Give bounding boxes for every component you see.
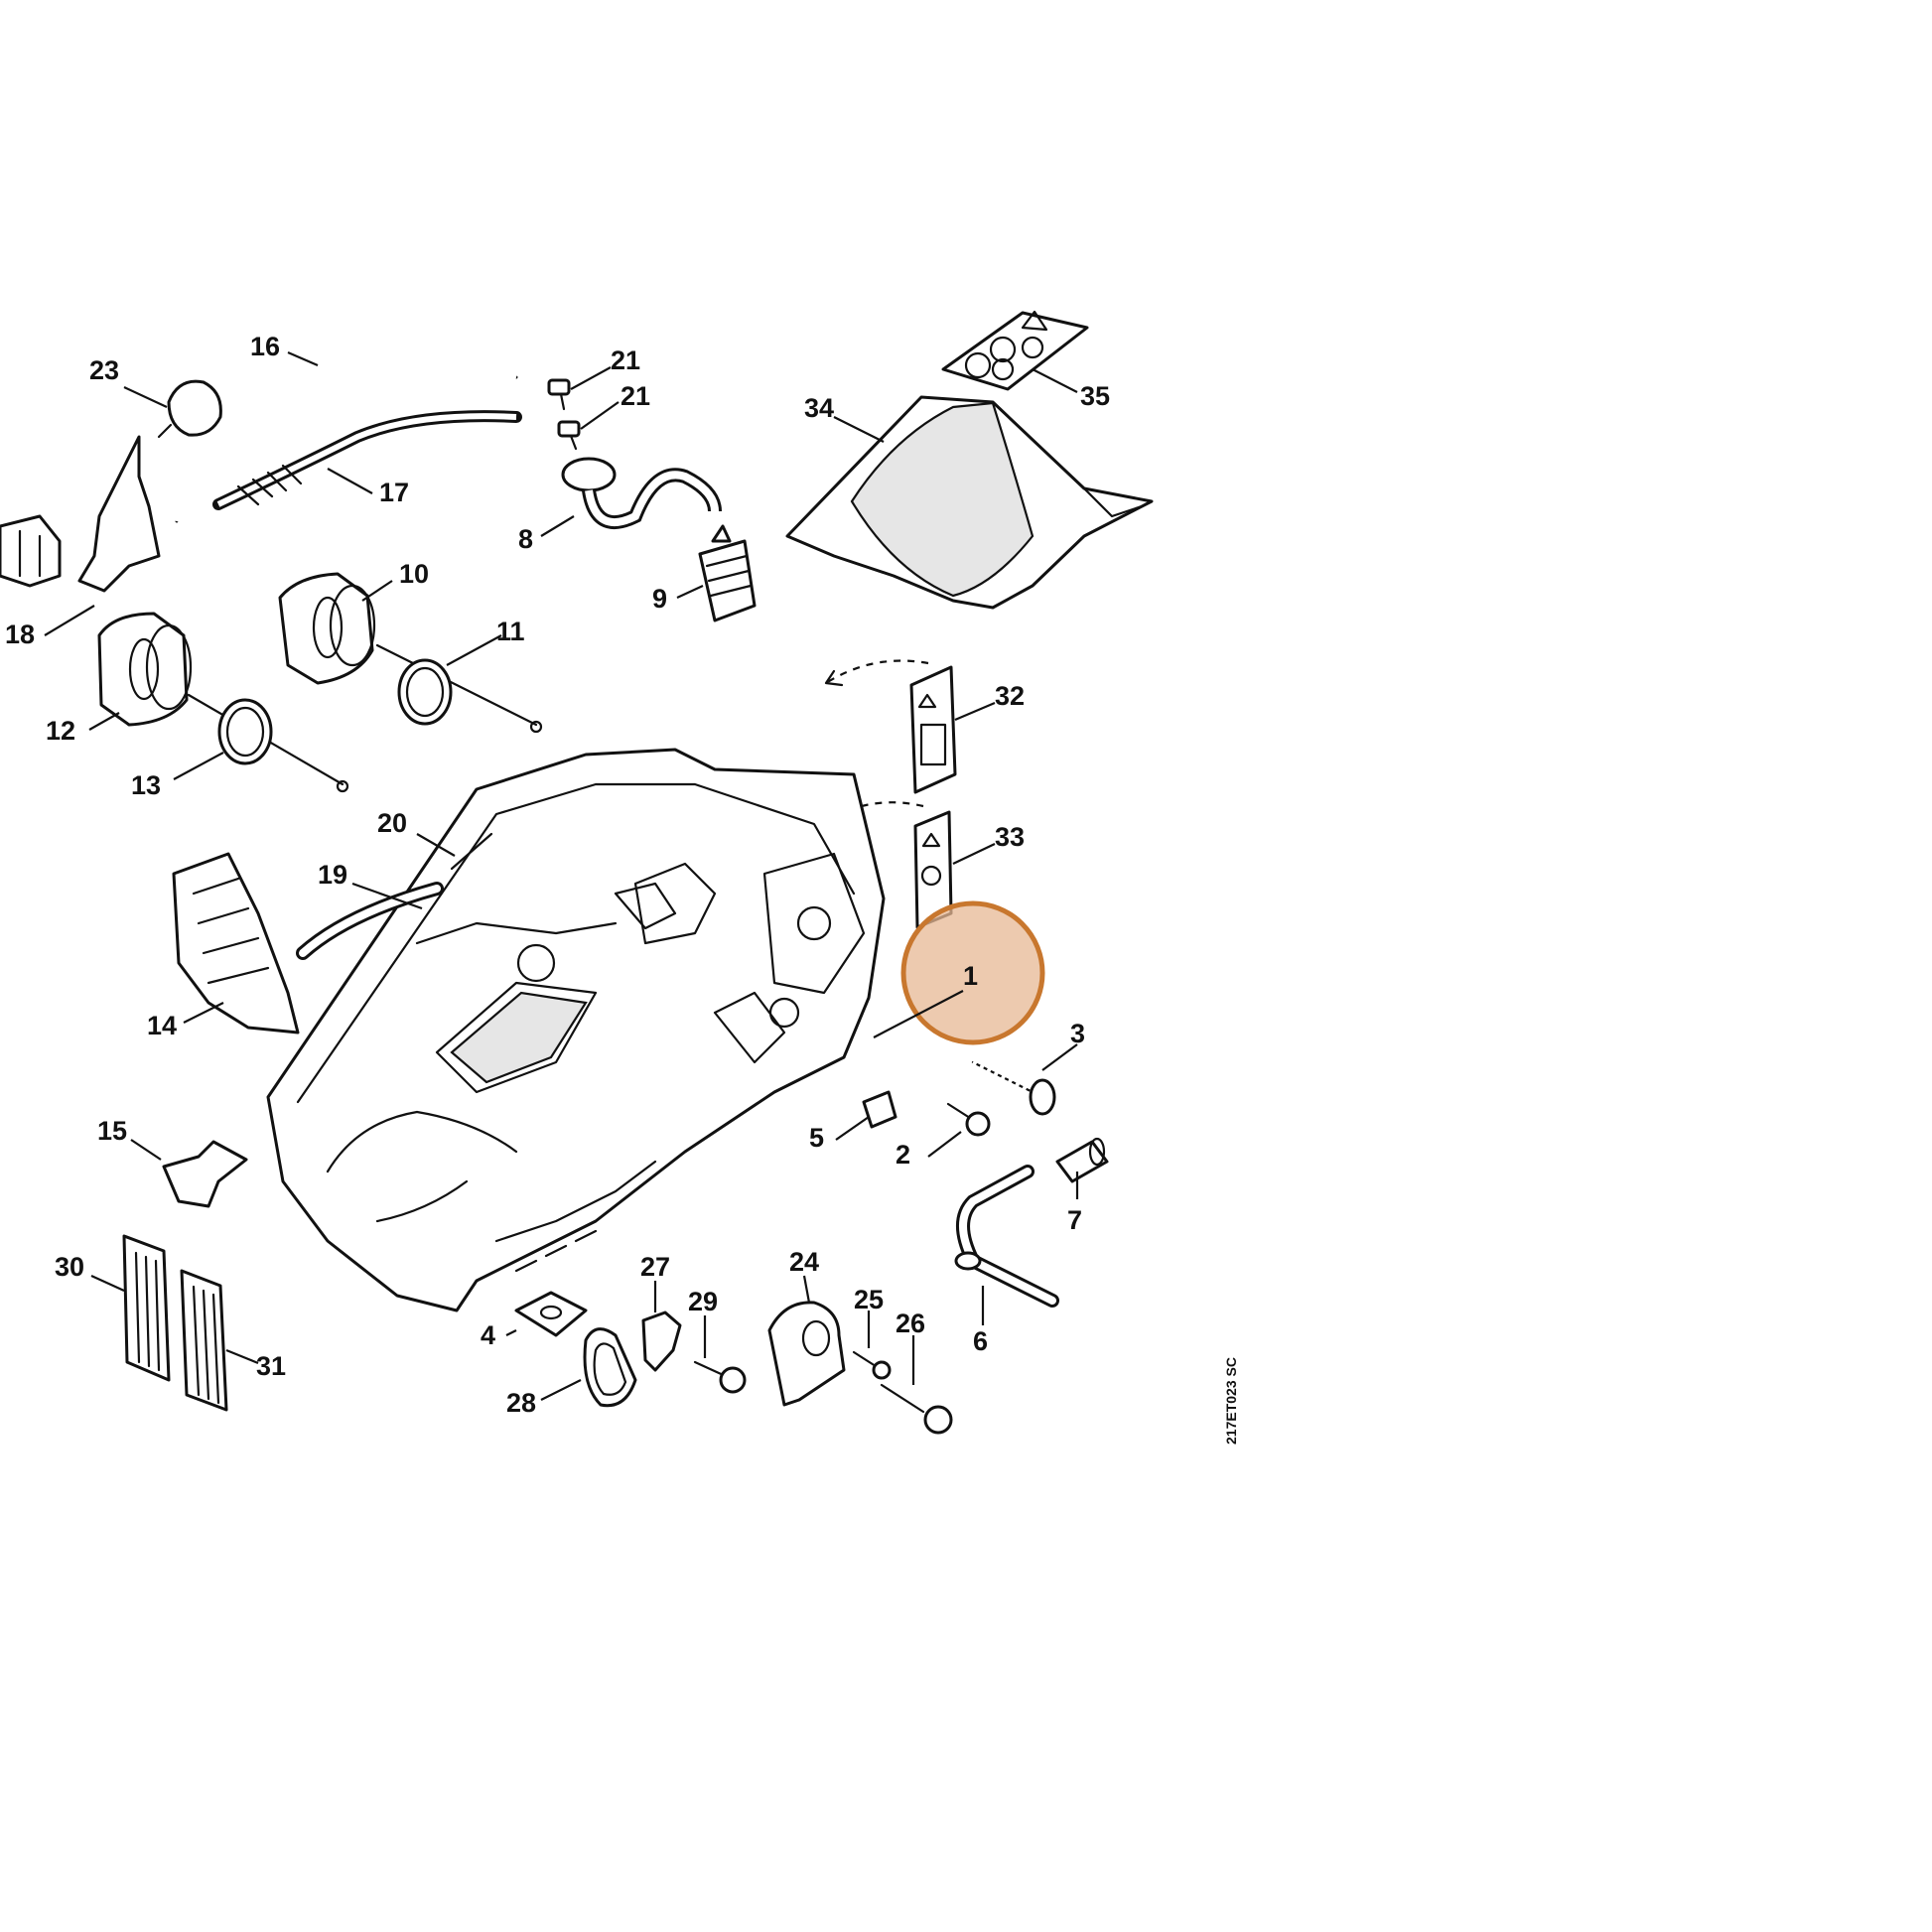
part-18-bracket [0, 435, 161, 593]
part-27-bracket [641, 1311, 682, 1372]
label-part-14[interactable]: 14 [147, 1011, 177, 1040]
label-part-24[interactable]: 24 [789, 1247, 819, 1277]
label-part-13[interactable]: 13 [131, 770, 161, 800]
part-19-hose [296, 882, 444, 960]
label-part-18[interactable]: 18 [5, 620, 35, 649]
part-17-hose [212, 410, 522, 510]
part-6-tube [954, 1165, 1059, 1308]
label-part-23[interactable]: 23 [89, 355, 119, 385]
label-part-10[interactable]: 10 [399, 559, 429, 589]
part-21-fitting-b [557, 420, 581, 451]
label-part-35[interactable]: 35 [1080, 381, 1110, 411]
part-11-oring [397, 658, 453, 726]
part-26-screw [880, 1383, 953, 1435]
label-part-20[interactable]: 20 [377, 808, 407, 838]
part-14-cover [172, 852, 300, 1035]
part-32-label [824, 659, 957, 794]
label-part-5[interactable]: 5 [809, 1123, 824, 1153]
part-29-screw [693, 1360, 747, 1394]
part-21-fitting-a [547, 378, 571, 411]
label-part-11[interactable]: 11 [496, 617, 525, 646]
part-34-cover [785, 395, 1154, 610]
label-part-25[interactable]: 25 [854, 1285, 884, 1314]
label-part-26[interactable]: 26 [896, 1309, 925, 1338]
label-part-19[interactable]: 19 [318, 860, 347, 890]
part-8-pickup [561, 457, 722, 529]
leader-lines [44, 350, 1079, 1401]
label-part-21b[interactable]: 21 [621, 381, 650, 411]
label-part-1[interactable]: 1 [963, 961, 978, 991]
label-part-32[interactable]: 32 [995, 681, 1025, 711]
part-12-filter [97, 612, 349, 793]
highlight-circle [900, 900, 1045, 1045]
label-part-34[interactable]: 34 [804, 393, 834, 423]
part-4-plate [514, 1291, 588, 1337]
label-part-21a[interactable]: 21 [611, 345, 640, 375]
part-23-bulb [157, 379, 222, 439]
part-25-screw [852, 1350, 892, 1380]
label-part-7[interactable]: 7 [1067, 1205, 1082, 1235]
label-part-16[interactable]: 16 [250, 332, 280, 361]
part-31-pad [180, 1269, 228, 1412]
label-part-2[interactable]: 2 [896, 1140, 910, 1170]
part-3-stud [971, 1058, 1056, 1116]
label-part-27[interactable]: 27 [640, 1252, 670, 1282]
label-part-31[interactable]: 31 [256, 1351, 286, 1381]
part-10-filter [278, 572, 543, 734]
label-part-12[interactable]: 12 [46, 716, 75, 746]
part-5-plug [862, 1090, 897, 1129]
label-part-33[interactable]: 33 [995, 822, 1025, 852]
label-part-8[interactable]: 8 [518, 524, 533, 554]
part-15-clip [162, 1140, 248, 1208]
label-part-9[interactable]: 9 [652, 584, 667, 614]
part-24-bracket [767, 1301, 846, 1407]
label-part-15[interactable]: 15 [97, 1116, 127, 1146]
part-7-fitting [1055, 1137, 1109, 1183]
part-2-screw [946, 1102, 991, 1137]
callout-labels: 1 2 3 4 5 6 7 8 9 10 11 12 13 14 15 16 1… [5, 332, 1110, 1418]
label-part-28[interactable]: 28 [506, 1388, 536, 1418]
label-part-17[interactable]: 17 [379, 478, 409, 507]
label-part-3[interactable]: 3 [1070, 1019, 1085, 1048]
label-part-29[interactable]: 29 [688, 1287, 718, 1316]
part-20-spring [450, 832, 493, 871]
drawing-code: 217ET023 SC [1223, 1357, 1239, 1445]
label-part-4[interactable]: 4 [481, 1320, 495, 1350]
part-30-pad [122, 1234, 171, 1382]
part-13-oring [217, 698, 273, 765]
label-part-30[interactable]: 30 [55, 1252, 84, 1282]
part-28-gasket [583, 1327, 637, 1408]
part-1-housing [266, 748, 886, 1312]
part-35-label [941, 310, 1089, 391]
label-part-6[interactable]: 6 [973, 1326, 988, 1356]
part-9-filter [698, 524, 757, 622]
